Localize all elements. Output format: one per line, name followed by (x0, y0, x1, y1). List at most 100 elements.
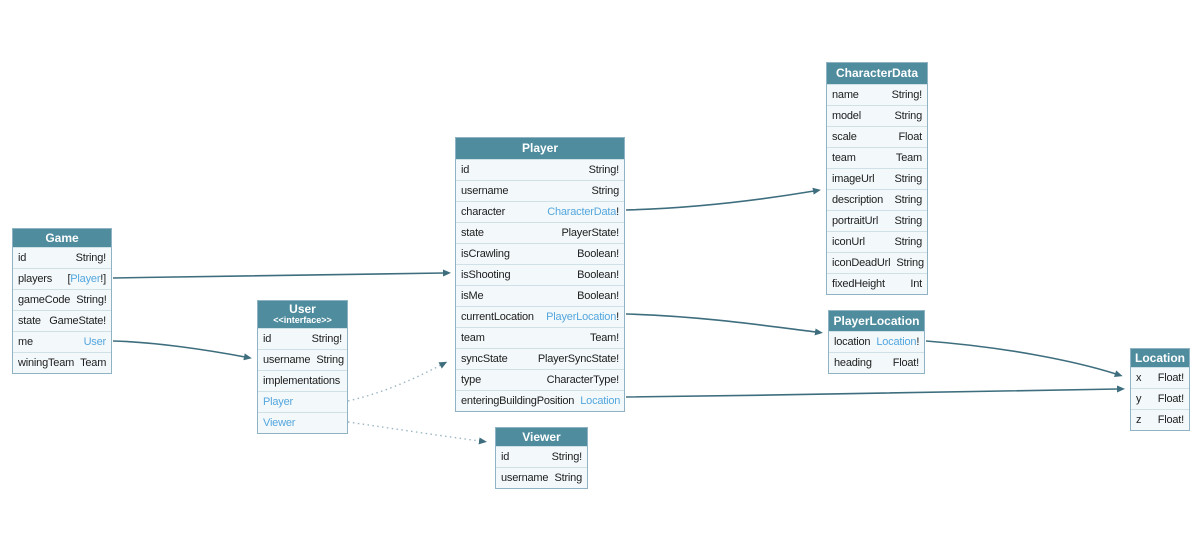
field-name: id (263, 333, 272, 345)
table-title: CharacterData (835, 66, 919, 81)
field-name: isShooting (461, 269, 511, 281)
relation-arrow-playerlocation-location-to-location (925, 340, 1123, 378)
field-type: String! (892, 89, 923, 101)
field-row-players[interactable]: players[Player!] (13, 268, 111, 289)
relation-arrow-game-players-to-player (112, 269, 451, 279)
field-row-iscrawling[interactable]: isCrawling Boolean! (456, 243, 624, 264)
field-name: gameCode (18, 294, 71, 306)
field-name: heading (834, 357, 872, 369)
field-row-id[interactable]: id String! (258, 328, 347, 349)
type-text: Float! (1157, 372, 1185, 384)
field-name: iconDeadUrl (832, 257, 891, 269)
table-header-playerlocation[interactable]: PlayerLocation (829, 311, 924, 331)
field-name: iconUrl (832, 236, 865, 248)
type-text: String! (76, 294, 107, 306)
table-header-player[interactable]: Player (456, 138, 624, 159)
implementation-link-row-viewer[interactable]: Viewer (258, 412, 347, 433)
table-header-viewer[interactable]: Viewer (496, 428, 587, 446)
type-text: Int (910, 278, 922, 290)
field-name: state (461, 227, 484, 239)
implementation-link[interactable]: Player (263, 396, 293, 408)
type-text: GameState! (49, 315, 106, 327)
relation-arrow-user-viewer-implementation (347, 421, 487, 445)
field-name: scale (832, 131, 857, 143)
type-link[interactable]: CharacterData (547, 206, 617, 218)
field-name: isCrawling (461, 248, 510, 260)
field-type: String (894, 236, 922, 248)
field-type: Float! (1157, 372, 1185, 384)
field-type: String! (312, 333, 343, 345)
relation-arrow-player-enteringbuildingposition-to-location (625, 385, 1125, 398)
type-link[interactable]: Player (70, 273, 101, 285)
field-name: id (501, 451, 510, 463)
field-type: Float! (1158, 393, 1185, 405)
field-row-gamecode[interactable]: gameCode String! (13, 289, 111, 310)
implementation-link[interactable]: Viewer (263, 417, 296, 429)
type-text: Float! (1157, 414, 1185, 426)
field-row-iconurl[interactable]: iconUrl String (827, 231, 927, 252)
table-header-game[interactable]: Game (13, 229, 111, 247)
field-type: Boolean! (577, 248, 619, 260)
type-text: Team! (590, 332, 619, 344)
field-type: PlayerSyncState! (538, 353, 619, 365)
type-link[interactable]: User (83, 336, 107, 348)
type-link[interactable]: PlayerLocation (546, 311, 617, 323)
field-type: CharacterData! (547, 206, 619, 218)
table-header-user[interactable]: User<<interface>> (258, 301, 347, 328)
type-link[interactable]: Location (876, 336, 917, 348)
field-name: description (832, 194, 883, 206)
type-suffix: ! (616, 206, 619, 218)
field-name: imageUrl (832, 173, 875, 185)
type-text: Team (80, 357, 107, 369)
field-name: currentLocation (461, 311, 534, 323)
table-header-location[interactable]: Location (1131, 349, 1189, 367)
type-text: Boolean! (577, 248, 619, 260)
implementation-link-row-player[interactable]: Player (258, 391, 347, 412)
type-link[interactable]: Location (580, 395, 621, 407)
table-title: PlayerLocation (833, 313, 920, 328)
table-title: User (289, 302, 316, 317)
field-type: Team (80, 357, 106, 369)
relation-arrow-player-character-to-characterdata (625, 187, 821, 211)
field-type: [Player!] (67, 273, 106, 285)
table-header-characterdata[interactable]: CharacterData (827, 63, 927, 84)
type-text: Boolean! (577, 290, 619, 302)
field-type: String (316, 354, 344, 366)
field-name: type (461, 374, 481, 386)
